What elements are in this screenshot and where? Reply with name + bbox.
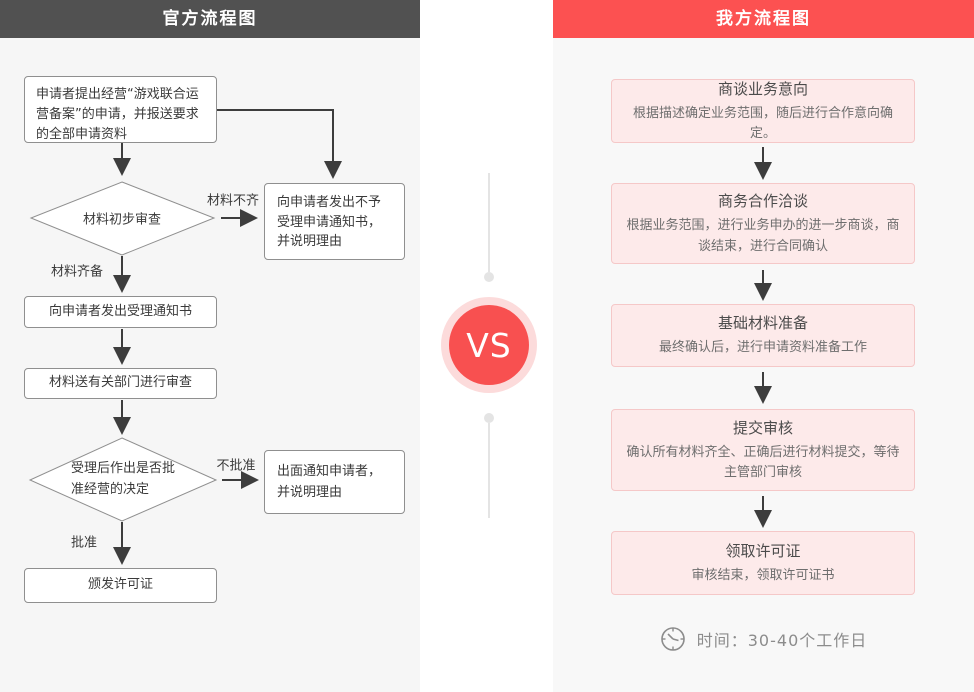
step-description: 根据描述确定业务范围，随后进行合作意向确定。 [632, 105, 893, 141]
step-title: 基础材料准备 [717, 314, 808, 333]
flow-node-department-review: 材料送有关部门进行审查 [24, 368, 217, 399]
vs-label: VS [466, 325, 512, 365]
step-card-2: 商务合作洽谈 根据业务范围，进行业务申办的进一步商谈，商谈结束，进行合同确认 [611, 183, 915, 264]
step-description: 确认所有材料齐全、正确后进行材料提交，等待主管部门审核 [626, 444, 900, 480]
flow-node-notify-applicant: 出面通知申请者，并说明理由 [264, 450, 405, 514]
step-title: 商务合作洽谈 [717, 192, 808, 211]
flow-node-application: 申请者提出经营“游戏联合运营备案”的申请，并报送要求的全部申请资料 [24, 76, 217, 143]
branch-label-not-approved: 不批准 [216, 458, 256, 474]
step-description: 最终确认后，进行申请资料准备工作 [658, 340, 867, 356]
our-flow-title: 我方流程图 [553, 0, 974, 38]
vs-badge: VS [441, 297, 537, 393]
flow-node-reject-notice: 向申请者发出不予受理申请通知书，并说明理由 [264, 183, 405, 260]
step-card-4: 提交审核 确认所有材料齐全、正确后进行材料提交，等待主管部门审核 [611, 409, 915, 491]
official-flow-title: 官方流程图 [0, 0, 420, 38]
step-card-1: 商谈业务意向 根据描述确定业务范围，随后进行合作意向确定。 [611, 79, 915, 143]
step-card-5: 领取许可证 审核结束，领取许可证书 [611, 531, 915, 595]
clock-icon [660, 626, 686, 652]
flow-decision-initial-review: 材料初步审查 [82, 212, 162, 228]
our-flow-panel: 我方流程图 商谈业务意向 根据描述确定业务范围，随后进行合作意向确定。 商务合作… [553, 0, 974, 692]
flow-decision-approval: 受理后作出是否批准经营的决定 [71, 461, 176, 497]
branch-label-materials-complete: 材料齐备 [50, 264, 104, 280]
flow-node-accept-notice: 向申请者发出受理通知书 [24, 296, 217, 328]
flow-node-issue-license: 颁发许可证 [24, 568, 217, 603]
branch-label-materials-incomplete: 材料不齐 [206, 193, 260, 209]
vs-badge-inner: VS [449, 305, 529, 385]
processing-time-note: 时间：30-40个工作日 [553, 626, 974, 652]
step-card-3: 基础材料准备 最终确认后，进行申请资料准备工作 [611, 304, 915, 367]
step-title: 商谈业务意向 [717, 79, 808, 98]
step-title: 领取许可证 [725, 541, 801, 560]
step-description: 审核结束，领取许可证书 [691, 567, 835, 583]
branch-label-approved: 批准 [70, 535, 98, 551]
step-title: 提交审核 [732, 418, 793, 437]
time-note-text: 时间：30-40个工作日 [696, 631, 868, 650]
step-description: 根据业务范围，进行业务申办的进一步商谈，商谈结束，进行合同确认 [626, 218, 900, 254]
